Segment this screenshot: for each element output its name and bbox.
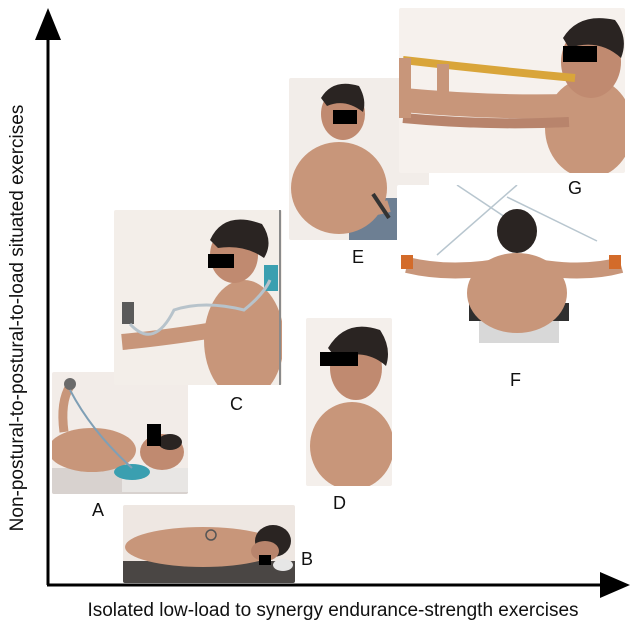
photo-g [399, 8, 625, 173]
panel-label-d: D [333, 493, 346, 514]
x-axis-label: Isolated low-load to synergy endurance-s… [48, 600, 618, 622]
photo-f [397, 185, 629, 360]
photo-d [306, 318, 392, 486]
panel-label-c: C [230, 394, 243, 415]
photo-b [123, 505, 295, 583]
panel-label-a: A [92, 500, 104, 521]
panel-label-e: E [352, 247, 364, 268]
panel-label-f: F [510, 370, 521, 391]
y-axis-arrowhead [35, 8, 61, 40]
y-axis-label: Non-postural-to-postural-to-load situate… [7, 38, 29, 598]
photo-a [52, 372, 188, 494]
photo-c [114, 210, 282, 385]
panel-label-g: G [568, 178, 582, 199]
x-axis-arrowhead [600, 572, 630, 598]
panel-label-b: B [301, 549, 313, 570]
